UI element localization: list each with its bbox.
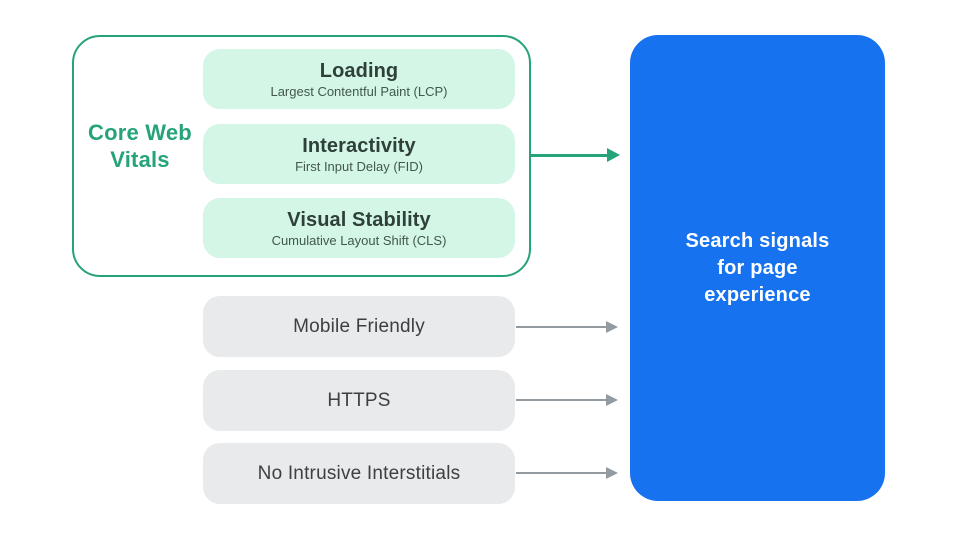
arrow-no-intrusive-interstitials	[516, 464, 618, 482]
arrow-line	[516, 399, 608, 401]
search-signals-panel: Search signals for page experience	[630, 35, 885, 501]
arrow-line	[531, 153, 609, 157]
metric-card-interactivity: Interactivity First Input Delay (FID)	[203, 124, 515, 184]
arrow-line	[516, 326, 608, 328]
metric-title-interactivity: Interactivity	[302, 134, 416, 157]
arrow-core-web-vitals	[531, 146, 620, 164]
signal-label-mobile-friendly: Mobile Friendly	[293, 315, 425, 337]
metric-title-visual-stability: Visual Stability	[287, 208, 431, 231]
metric-card-loading: Loading Largest Contentful Paint (LCP)	[203, 49, 515, 109]
signal-card-mobile-friendly: Mobile Friendly	[203, 296, 515, 357]
signal-card-no-intrusive-interstitials: No Intrusive Interstitials	[203, 443, 515, 504]
arrow-https	[516, 391, 618, 409]
search-signals-text-line: for page	[717, 256, 798, 279]
metric-subtitle-fid: First Input Delay (FID)	[295, 158, 423, 174]
signal-label-https: HTTPS	[327, 389, 391, 411]
search-signals-text-line: Search signals	[685, 229, 830, 252]
signal-card-https: HTTPS	[203, 370, 515, 431]
search-signals-text-line: experience	[704, 283, 811, 306]
arrow-head-icon	[606, 321, 618, 333]
arrow-line	[516, 472, 608, 474]
metric-title-loading: Loading	[319, 59, 399, 82]
arrow-head-icon	[606, 467, 618, 479]
metric-subtitle-lcp: Largest Contentful Paint (LCP)	[270, 83, 448, 99]
core-web-vitals-label: Core Web Vitals	[88, 120, 192, 172]
metric-subtitle-cls: Cumulative Layout Shift (CLS)	[271, 232, 447, 248]
core-web-vitals-group-outline	[72, 35, 531, 277]
arrow-mobile-friendly	[516, 318, 618, 336]
metric-card-visual-stability: Visual Stability Cumulative Layout Shift…	[203, 198, 515, 258]
arrow-head-icon	[606, 394, 618, 406]
signal-label-no-intrusive-interstitials: No Intrusive Interstitials	[257, 462, 461, 484]
arrow-head-icon	[607, 148, 620, 162]
